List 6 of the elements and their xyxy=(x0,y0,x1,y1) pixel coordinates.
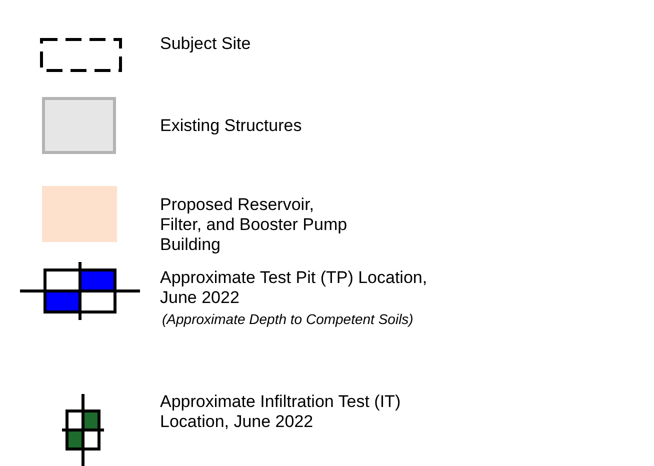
note-text: (Approximate Depth to Competent Soils) xyxy=(162,311,414,328)
legend-label: Subject Site xyxy=(160,34,252,54)
legend-label: Approximate Test Pit (TP) Location, June 2022 xyxy=(160,268,428,308)
legend-label: Approximate Infiltration Test (IT) Location, June 2022 xyxy=(160,392,402,432)
legend-label: Existing Structures xyxy=(160,116,303,136)
legend-label: Proposed Reservoir, Filter, and Booster Pump Building xyxy=(160,195,348,255)
